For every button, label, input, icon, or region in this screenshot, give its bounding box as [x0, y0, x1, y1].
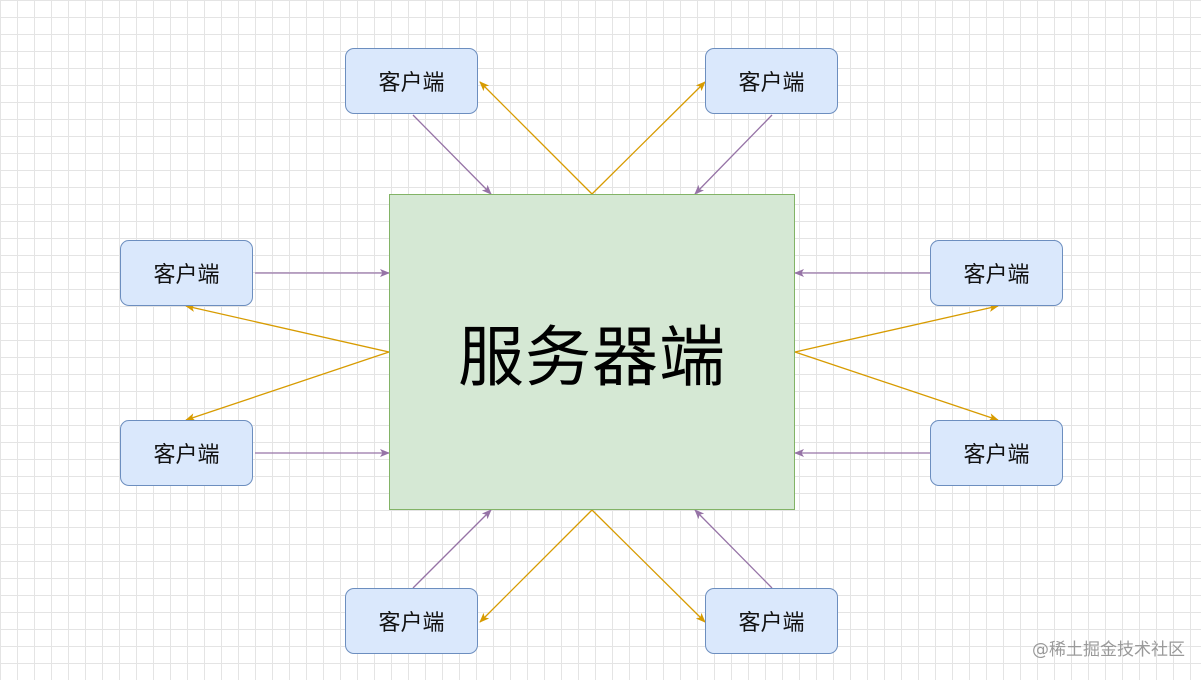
- response-arrow: [591, 81, 706, 195]
- client-node-lower-right[interactable]: 客户端: [930, 420, 1063, 486]
- client-label: 客户端: [153, 443, 220, 468]
- client-label: 客户端: [153, 263, 220, 288]
- client-node-upper-right[interactable]: 客户端: [930, 240, 1063, 306]
- client-label: 客户端: [963, 443, 1030, 468]
- client-label: 客户端: [738, 611, 805, 636]
- client-label: 客户端: [378, 71, 445, 96]
- client-label: 客户端: [963, 263, 1030, 288]
- response-arrow: [591, 509, 706, 623]
- response-arrow: [479, 81, 593, 195]
- request-arrow: [694, 509, 773, 589]
- client-node-upper-left[interactable]: 客户端: [120, 240, 253, 306]
- client-node-top-left[interactable]: 客户端: [345, 48, 478, 114]
- request-arrow: [412, 509, 492, 589]
- client-node-bottom-left[interactable]: 客户端: [345, 588, 478, 654]
- server-label: 服务器端: [458, 319, 726, 396]
- response-arrow: [185, 351, 390, 421]
- response-arrow: [479, 509, 593, 623]
- client-label: 客户端: [378, 611, 445, 636]
- watermark: @稀土掘金技术社区: [1032, 640, 1185, 660]
- client-label: 客户端: [738, 71, 805, 96]
- server-node[interactable]: 服务器端: [389, 194, 795, 510]
- client-node-bottom-right[interactable]: 客户端: [705, 588, 838, 654]
- client-node-top-right[interactable]: 客户端: [705, 48, 838, 114]
- response-arrow: [794, 351, 999, 421]
- response-arrow: [794, 304, 999, 353]
- client-node-lower-left[interactable]: 客户端: [120, 420, 253, 486]
- response-arrow: [185, 304, 390, 353]
- request-arrow: [412, 114, 492, 195]
- request-arrow: [694, 114, 773, 195]
